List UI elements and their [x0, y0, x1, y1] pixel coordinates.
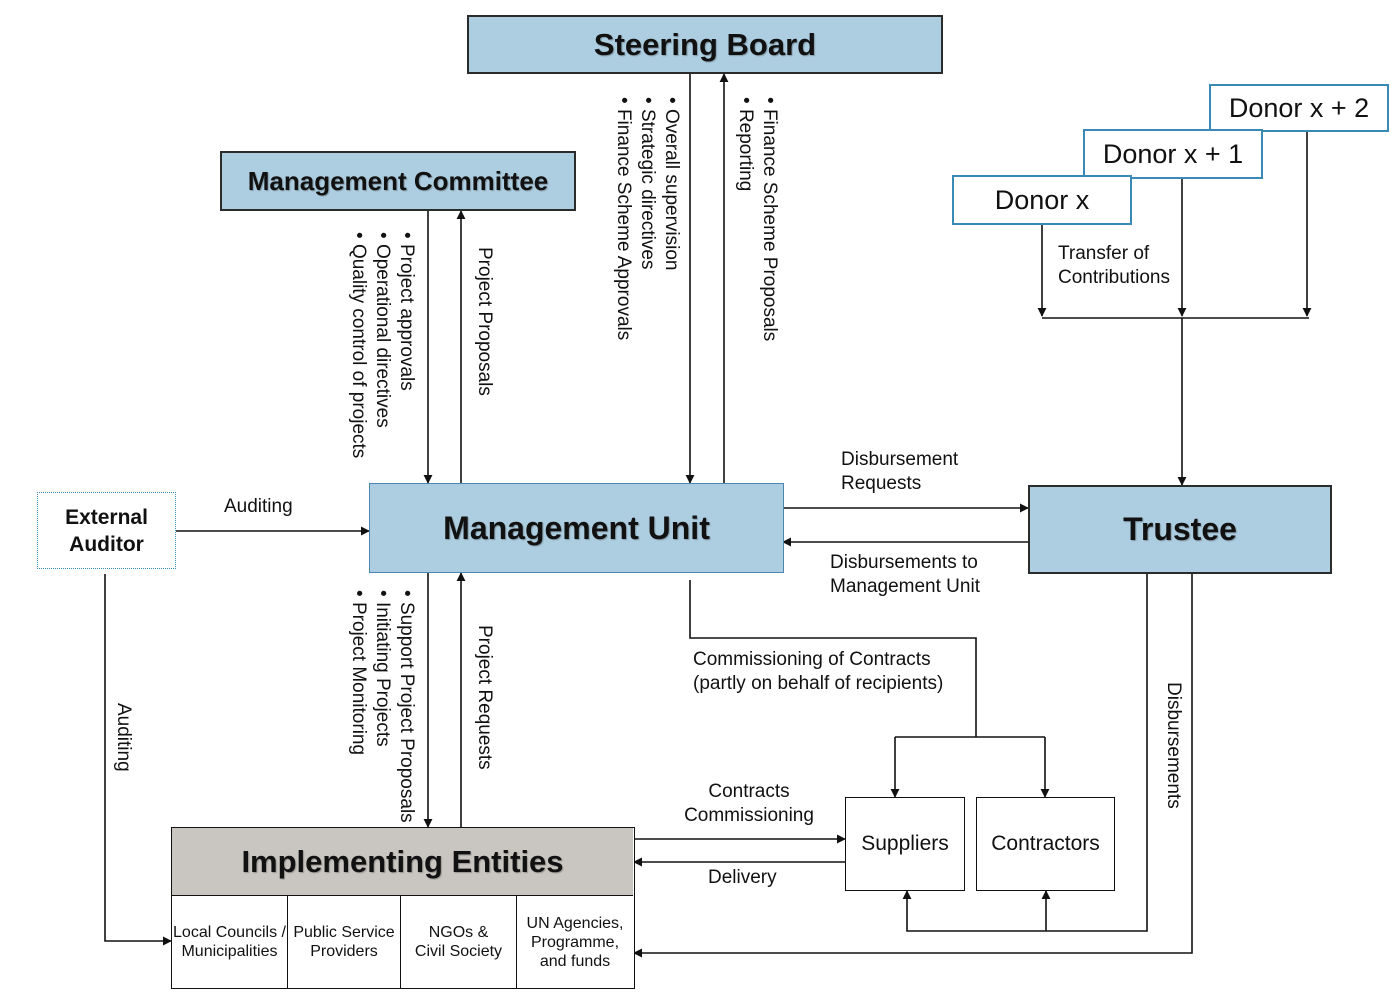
disbursement-line-suppliers — [902, 574, 1148, 932]
flow-item: Finance Scheme Approvals — [611, 97, 635, 340]
flow-label: Auditing — [224, 496, 293, 517]
arrow-trustee-to-ie — [633, 574, 1193, 958]
flow-item: Initiating Projects — [370, 590, 394, 823]
flow-item: Project Monitoring — [346, 590, 370, 823]
flow-label: Auditing — [113, 703, 134, 772]
entity-ngos: NGOs & Civil Society — [401, 896, 517, 988]
steering-board-label: Steering Board — [593, 26, 817, 62]
entity-label: UN Agencies, Programme, and funds — [526, 914, 624, 970]
entity-label: Public Service Providers — [293, 924, 395, 960]
flow-label: Disbursements to Management Unit — [830, 552, 980, 597]
external-auditor-label: External Auditor — [65, 505, 148, 556]
flow-label: Project Proposals — [474, 247, 495, 396]
implementing-entities-box: Implementing Entities Local Councils / M… — [171, 827, 635, 989]
donor-x2-box: Donor x + 2 — [1209, 84, 1389, 132]
entity-local-councils: Local Councils / Municipalities — [172, 896, 288, 988]
management-unit-label: Management Unit — [443, 509, 710, 546]
flow-label: Disbursements — [1163, 682, 1184, 809]
flow-item: Reporting — [733, 97, 757, 341]
management-committee-label: Management Committee — [247, 165, 549, 196]
flow-label: Project Requests — [474, 625, 495, 770]
flow-item: Strategic directives — [635, 97, 659, 340]
commissioning-line — [689, 580, 977, 737]
donor-x1-box: Donor x + 1 — [1083, 129, 1263, 179]
donor-x-box: Donor x — [952, 175, 1132, 225]
flow-label: Disbursement Requests — [841, 449, 959, 494]
sb-up-list: Finance Scheme Proposals Reporting — [733, 97, 781, 341]
disbursements-label: Disbursements — [1161, 682, 1185, 809]
suppliers-label: Suppliers — [861, 832, 949, 855]
contracts-commissioning-label: Contracts Commissioning — [674, 780, 824, 828]
donor-x-label: Donor x — [994, 184, 1090, 215]
contractors-label: Contractors — [991, 832, 1100, 855]
implementing-entities-label: Implementing Entities — [241, 843, 564, 879]
mc-up-label: Project Proposals — [472, 247, 496, 396]
delivery-label: Delivery — [708, 866, 777, 890]
flow-item: Operational directives — [370, 232, 394, 458]
implementing-entities-header: Implementing Entities — [172, 828, 633, 896]
flow-label: Contracts Commissioning — [684, 781, 814, 826]
entity-label: Local Councils / Municipalities — [173, 924, 286, 960]
external-auditor-box: External Auditor — [37, 492, 176, 569]
flow-item: Support Project Proposals — [394, 590, 418, 823]
management-unit-box: Management Unit — [369, 483, 784, 573]
trustee-label: Trustee — [1123, 511, 1237, 547]
management-committee-box: Management Committee — [220, 151, 576, 211]
ie-down-list: Support Project Proposals Initiating Pro… — [346, 590, 418, 823]
commissioning-label: Commissioning of Contracts (partly on be… — [693, 648, 968, 696]
arrow-auditor-to-ie — [104, 574, 172, 946]
contractors-box: Contractors — [976, 797, 1115, 891]
disbursement-requests-label: Disbursement Requests — [841, 448, 971, 496]
donor-x1-label: Donor x + 1 — [1102, 138, 1244, 169]
flow-item: Quality control of projects — [346, 232, 370, 458]
flow-item: Overall supervision — [659, 97, 683, 340]
entity-public-service: Public Service Providers — [288, 896, 401, 988]
auditing-ie-label: Auditing — [111, 703, 135, 772]
mc-down-list: Project approvals Operational directives… — [346, 232, 418, 458]
sb-down-list: Overall supervision Strategic directives… — [611, 97, 683, 340]
flow-item: Project approvals — [394, 232, 418, 458]
steering-board-box: Steering Board — [467, 15, 943, 74]
entity-un-agencies: UN Agencies, Programme, and funds — [517, 896, 633, 988]
flow-item: Finance Scheme Proposals — [757, 97, 781, 341]
disbursements-to-mu-label: Disbursements to Management Unit — [830, 551, 1000, 599]
flow-label: Delivery — [708, 867, 777, 888]
trustee-box: Trustee — [1028, 485, 1332, 574]
auditing-mu-label: Auditing — [224, 495, 293, 519]
donor-x2-label: Donor x + 2 — [1228, 92, 1370, 123]
ie-up-label: Project Requests — [472, 625, 496, 770]
flow-label: Commissioning of Contracts (partly on be… — [693, 649, 944, 694]
flow-label: Transfer of Contributions — [1058, 243, 1170, 288]
entity-label: NGOs & Civil Society — [414, 924, 503, 960]
suppliers-box: Suppliers — [845, 797, 965, 891]
transfer-label: Transfer of Contributions — [1058, 242, 1184, 290]
